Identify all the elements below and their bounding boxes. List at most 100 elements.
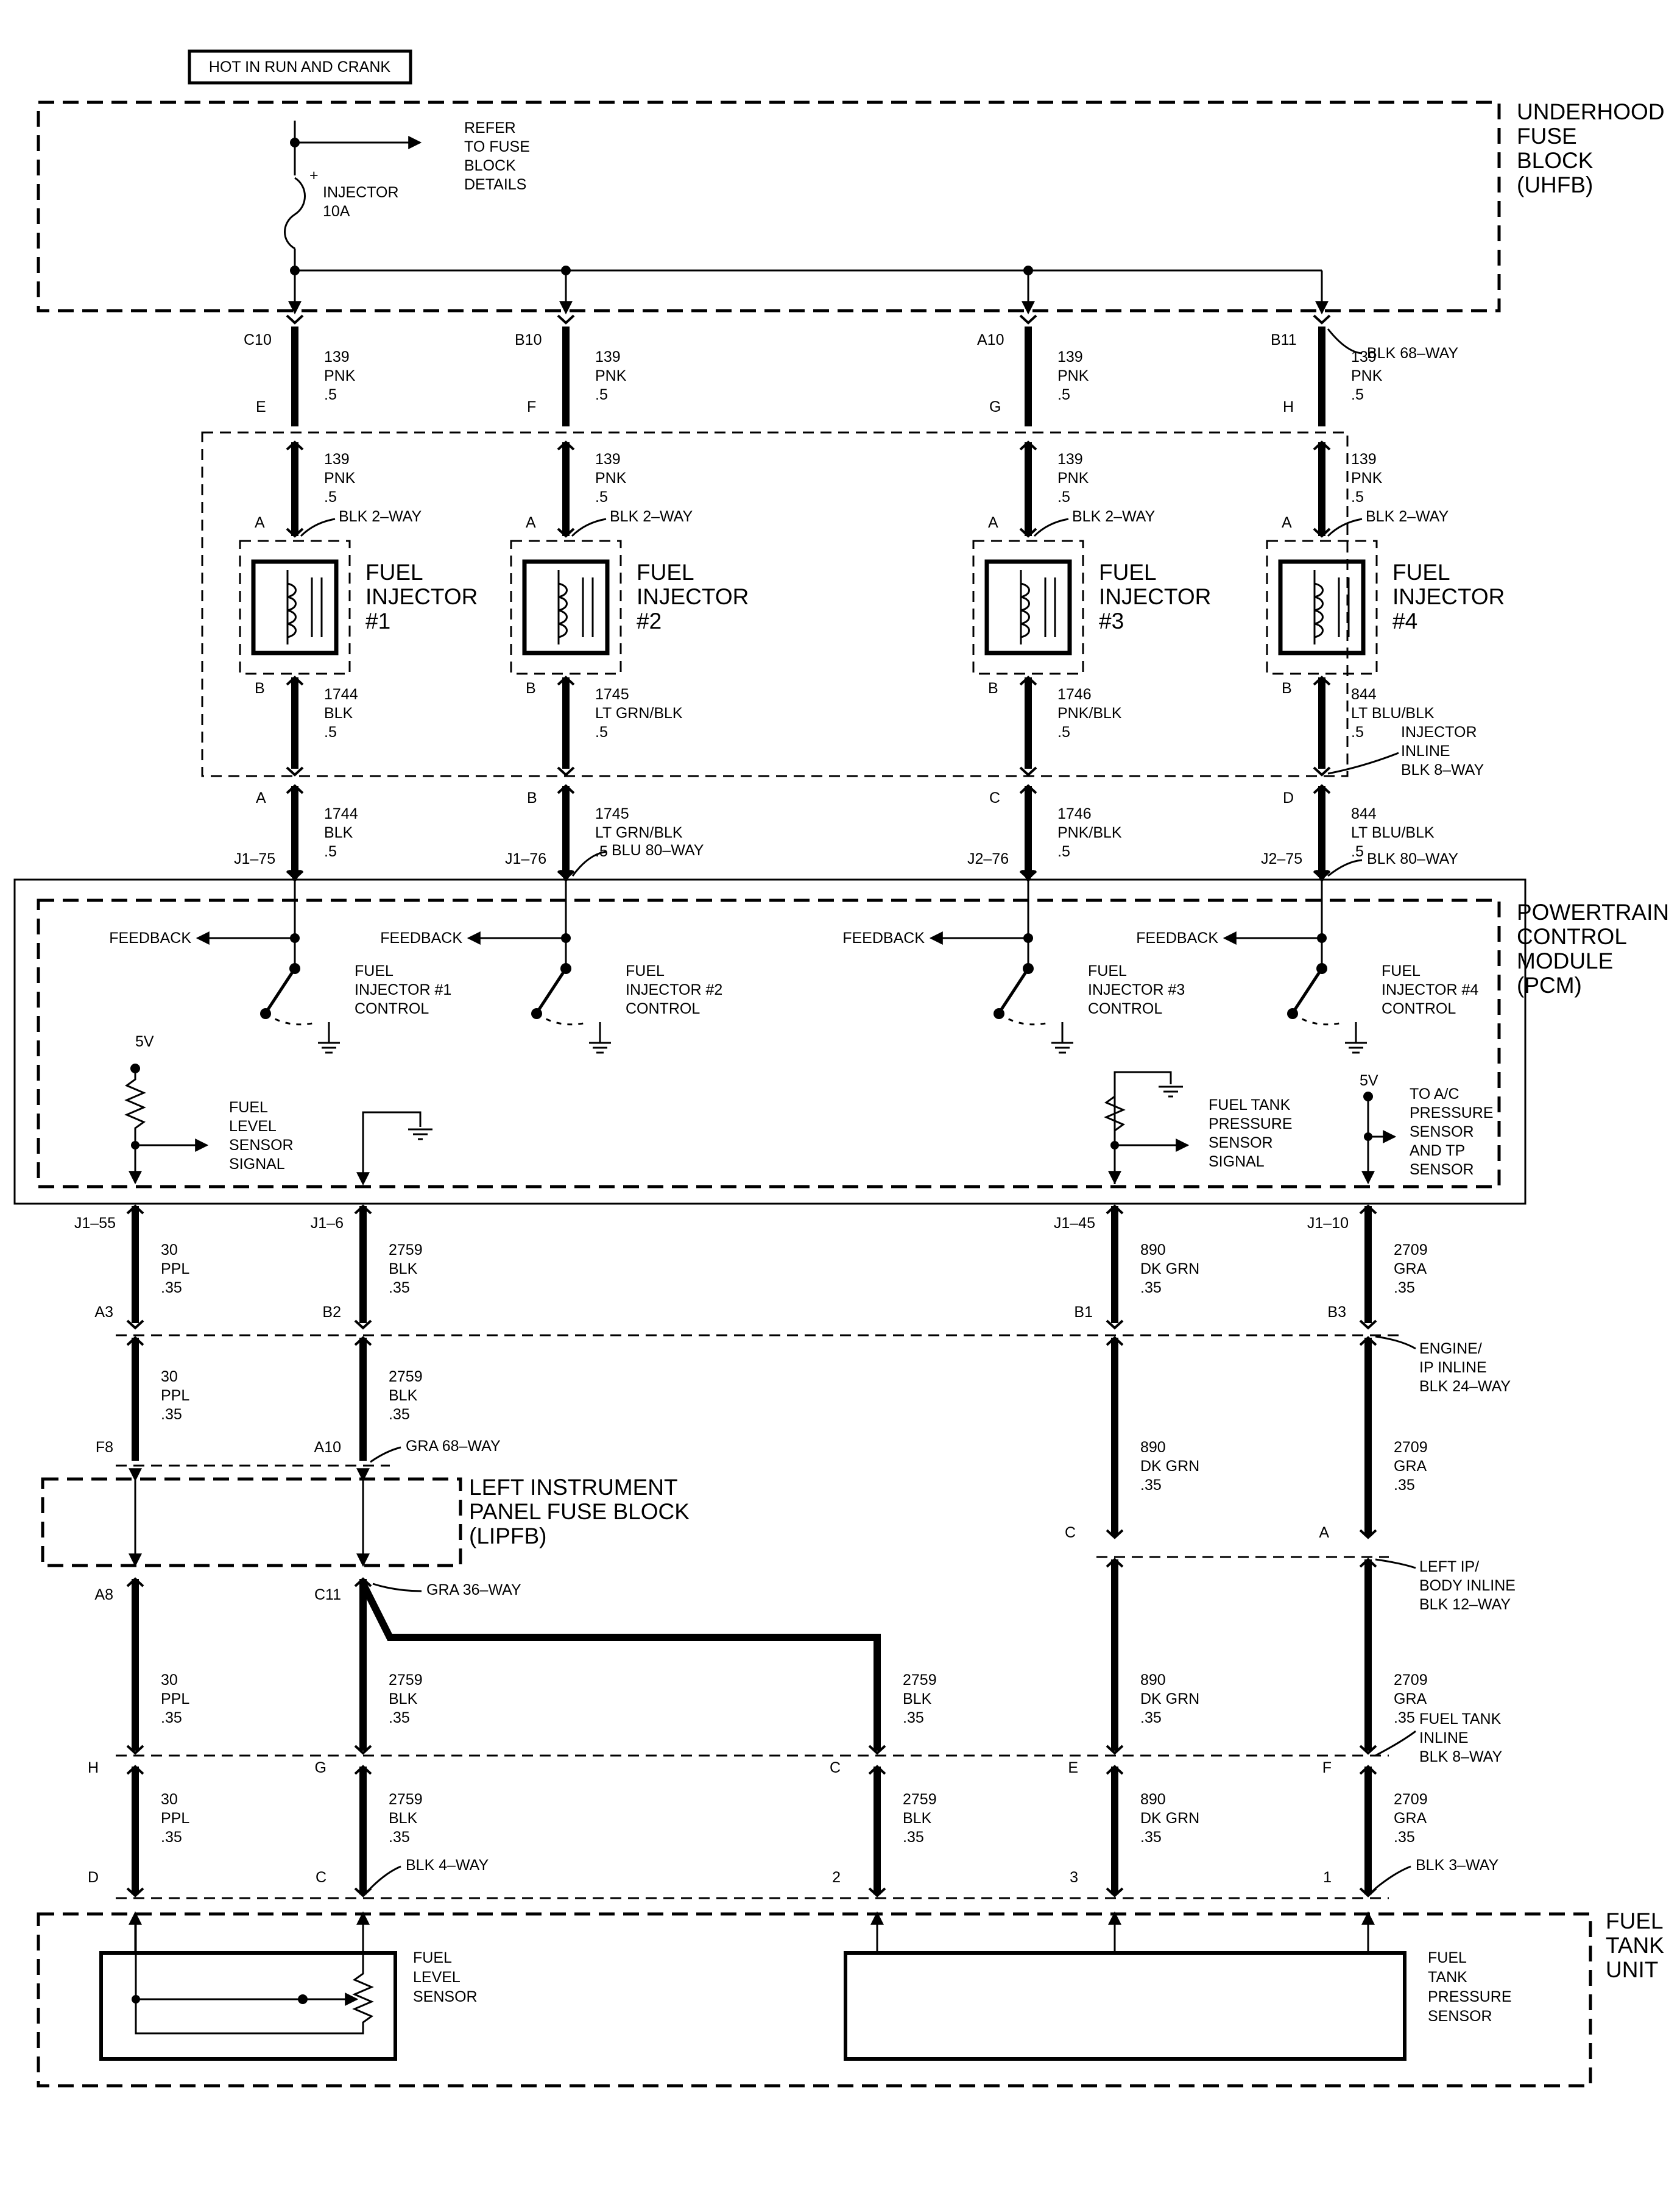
tank-inline-terminal: [1359, 1745, 1377, 1755]
tank-pressure-signal-label: FUEL TANK: [1209, 1096, 1291, 1114]
driver-switch-icon: [265, 967, 297, 1012]
inline-pin-label: H: [1283, 398, 1294, 415]
engine-ip-terminal: [1359, 1319, 1377, 1330]
inline-pin-label: D: [1283, 789, 1294, 807]
injector-terminal-a: [557, 528, 575, 538]
lipfb-pin-label: A8: [94, 1586, 113, 1603]
left-ip-body-inline-label: BODY INLINE: [1419, 1577, 1516, 1594]
lipfb-title-line: LEFT INSTRUMENT: [469, 1475, 678, 1500]
feedback-label: FEEDBACK: [842, 930, 925, 947]
tank-inline-pin-label: H: [88, 1759, 99, 1776]
wire-spec: BLK: [903, 1690, 932, 1707]
wire-spec: 139: [595, 348, 621, 365]
wire-spec: DK GRN: [1140, 1690, 1199, 1707]
wire-spec: PNK: [595, 470, 627, 487]
wire-spec: PPL: [161, 1690, 189, 1707]
engine-ip-terminal: [354, 1319, 372, 1330]
wire-spec: .35: [389, 1829, 410, 1846]
tank-pressure-signal-label: PRESSURE: [1209, 1115, 1293, 1132]
wire-spec: LT BLU/BLK: [1351, 824, 1435, 841]
engine-ip-pin-label: A3: [94, 1304, 113, 1321]
fuel-injector-icon: [1278, 559, 1366, 655]
fuel-level-sensor-label-line: FUEL: [413, 1949, 452, 1966]
fuel-level-signal-label: FUEL: [229, 1099, 268, 1116]
wire-spec: .35: [1140, 1477, 1162, 1494]
fuel-tank-pressure-sensor-label-line: PRESSURE: [1428, 1988, 1512, 2005]
wire-spec: DK GRN: [1140, 1458, 1199, 1475]
fuel-injector-icon: [251, 559, 339, 655]
injector-connector-label: BLK 2–WAY: [339, 508, 422, 525]
driver-control-label: INJECTOR #3: [1088, 981, 1185, 998]
tank-terminal: [126, 1887, 144, 1898]
wire-spec: 30: [161, 1672, 178, 1689]
wire-spec: .5: [595, 386, 608, 403]
connector-callout: [1327, 859, 1363, 877]
wire-spec: PNK/BLK: [1057, 705, 1122, 722]
driver-control-label: CONTROL: [1088, 1000, 1162, 1017]
fuel-injector-name: #3: [1099, 609, 1124, 634]
wire-spec: .35: [1394, 1279, 1415, 1296]
wire-spec: .35: [1140, 1829, 1162, 1846]
fuel-tank-pressure-sensor-box: [844, 1951, 1406, 2061]
fuse-label-line: 10A: [323, 203, 350, 220]
power-source-text: HOT IN RUN AND CRANK: [209, 58, 391, 76]
left-ip-body-inline-label: BLK 12–WAY: [1419, 1596, 1511, 1613]
wire-spec: .5: [1351, 386, 1364, 403]
pcm-pin-label: J1–45: [1054, 1215, 1095, 1232]
driver-control-label: FUEL: [355, 962, 394, 980]
wire-spec: LT GRN/BLK: [595, 824, 683, 841]
injector-coil-icon: [558, 582, 568, 638]
tank-inline-terminal: [354, 1745, 372, 1755]
injector-connector-pin-a: A: [255, 514, 265, 531]
switch-path: [1292, 1012, 1346, 1026]
fuel-injector-name: FUEL: [1099, 560, 1157, 585]
wire-spec: 139: [595, 451, 621, 468]
wire-spec: 139: [324, 451, 350, 468]
driver-control-label: INJECTOR #2: [626, 981, 722, 998]
wire-spec: PNK/BLK: [1057, 824, 1122, 841]
fuel-level-sensor-label-line: LEVEL: [413, 1969, 461, 1986]
wire-spec: .5: [1057, 843, 1070, 860]
ground-reference-line: [362, 1111, 422, 1183]
pressure-ref-line: [1114, 1071, 1172, 1184]
fuel-level-sensor-box: [99, 1951, 397, 2061]
uhfb-title-line: UNDERHOOD: [1517, 99, 1665, 124]
connector-callout: [571, 518, 607, 537]
fuel-tank-pressure-sensor-label-line: FUEL: [1428, 1949, 1467, 1966]
connector-callout: [1375, 1558, 1416, 1569]
wire-spec: 2759: [389, 1241, 423, 1259]
wire-spec: 2709: [1394, 1672, 1428, 1689]
power-source-label: HOT IN RUN AND CRANK: [188, 49, 412, 85]
driver-switch-icon: [536, 967, 568, 1012]
wire-spec: .35: [1140, 1279, 1162, 1296]
wire-spec: GRA: [1394, 1458, 1427, 1475]
wire-spec: GRA: [1394, 1690, 1427, 1707]
tank-pin-label: 2: [832, 1869, 841, 1886]
injector-harness-outline: [201, 431, 1349, 777]
driver-control-label: CONTROL: [626, 1000, 700, 1017]
wire-spec: .5: [324, 489, 337, 506]
inline-pin-label: A: [256, 789, 266, 807]
wire-spec: 1746: [1057, 686, 1092, 703]
driver-control-label: INJECTOR #1: [355, 981, 451, 998]
fuel-tank-unit-title-line: TANK: [1606, 1933, 1664, 1958]
pcm-pin-label: J1–10: [1307, 1215, 1349, 1232]
injector-coil-icon: [1314, 582, 1324, 638]
wire-spec: .5: [324, 843, 337, 860]
wire-spec: 139: [324, 348, 350, 365]
wire-spec: PNK: [1057, 470, 1089, 487]
wire-spec: 2759: [389, 1368, 423, 1385]
connector-callout: [1327, 328, 1363, 355]
wire-spec: 30: [161, 1791, 178, 1808]
connector-callout: [1375, 1730, 1416, 1757]
tank-inline-terminal: [1106, 1745, 1124, 1755]
inline-terminal: [286, 766, 304, 777]
sensor-circuit-5: J1–102709GRA.35B32709GRA.35A2709GRA.35F2…: [1307, 1204, 1428, 1953]
refer-note-line: DETAILS: [464, 176, 526, 193]
